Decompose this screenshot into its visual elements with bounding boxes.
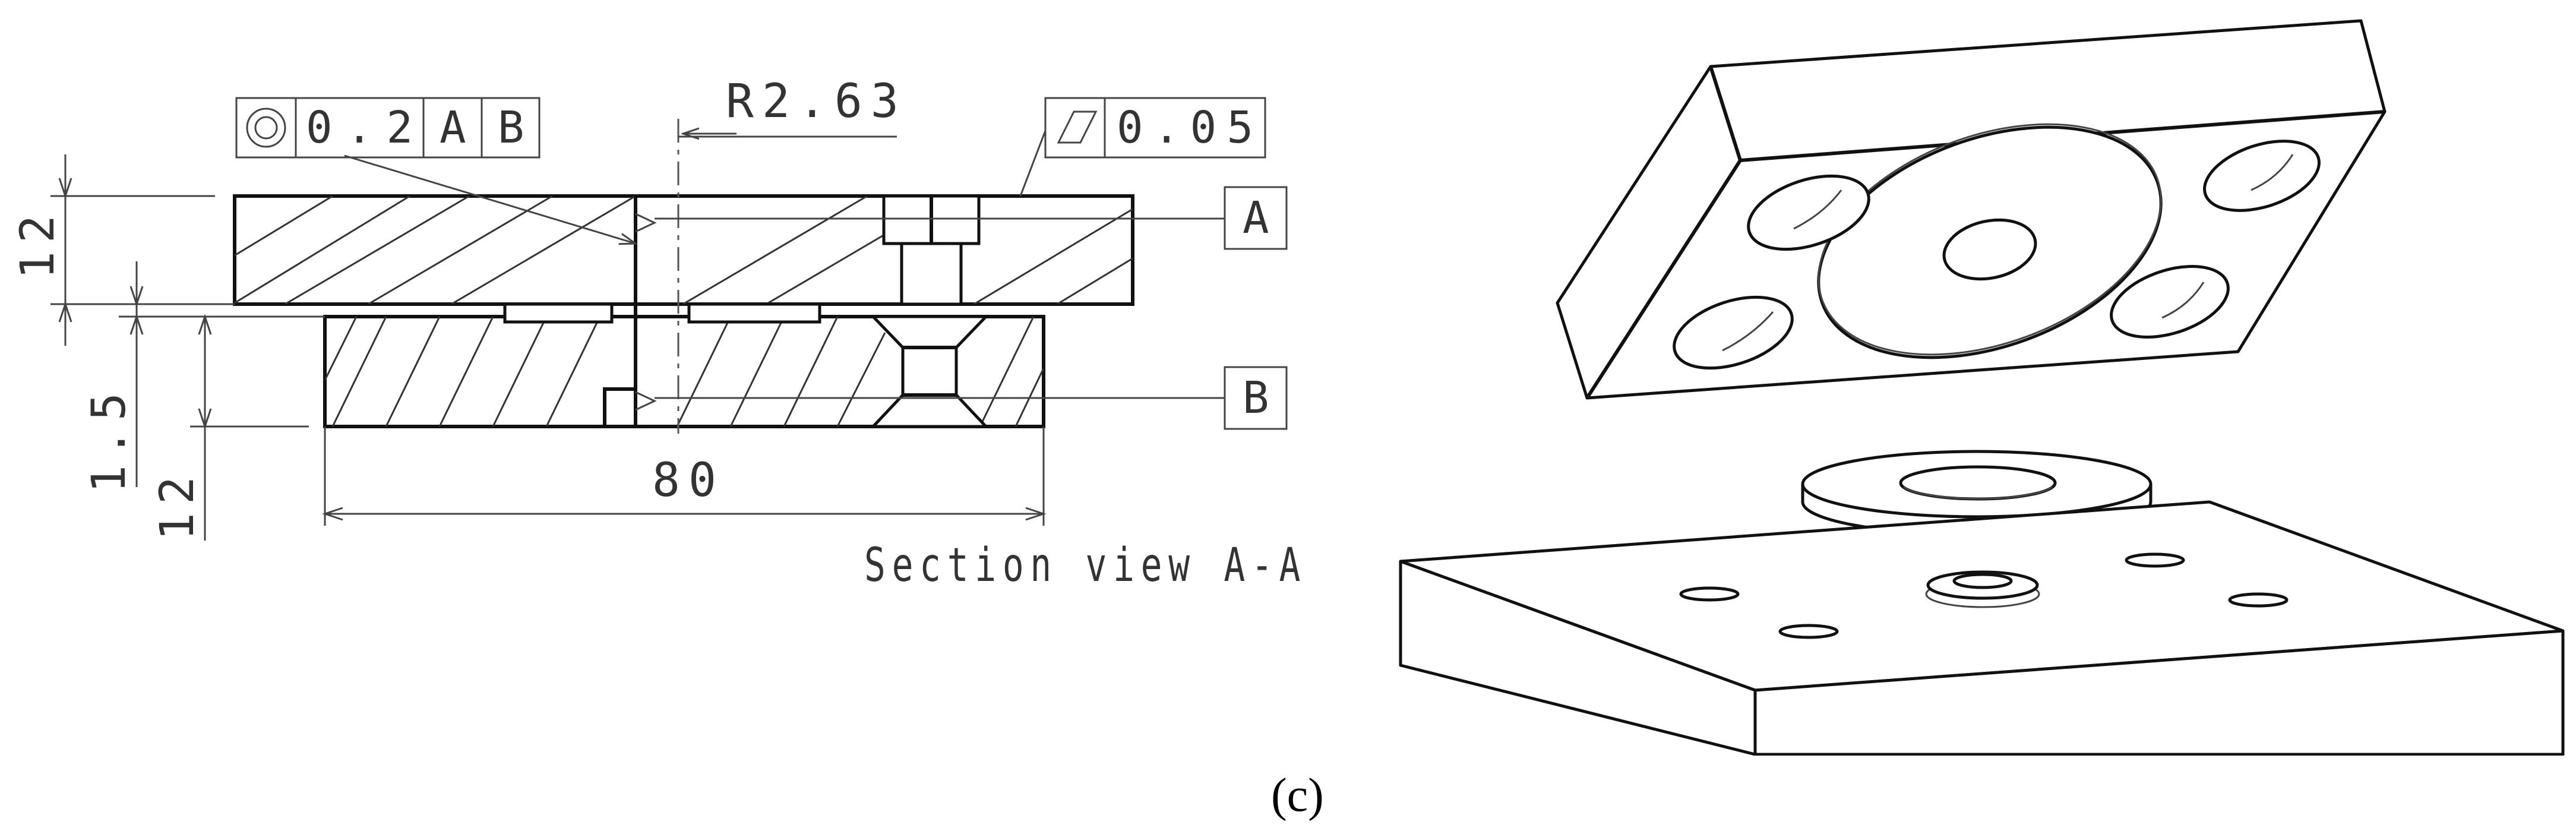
dim-top-thickness: 12 — [11, 154, 235, 346]
datum-b-box: B — [1224, 366, 1288, 430]
isometric-view — [1399, 19, 2576, 767]
fcf-datum-1: A — [440, 102, 466, 153]
dim-bottom-thickness: 12 — [151, 314, 309, 541]
svg-text:A: A — [1243, 192, 1269, 244]
dim-width: 80 — [322, 427, 1047, 526]
svg-text:1.5: 1.5 — [83, 384, 136, 493]
section-view: R2.63 0.2 A B 0.05 A — [11, 75, 1307, 592]
fcf-flatness-tolerance: 0.05 — [1117, 102, 1253, 153]
concentricity-icon — [246, 108, 286, 148]
figure-caption: (c) — [1271, 769, 1324, 822]
radius-callout: R2.63 — [726, 75, 907, 128]
fcf-flatness: 0.05 — [1044, 97, 1266, 159]
svg-text:12: 12 — [151, 468, 204, 541]
fcf-concentricity-tolerance: 0.2 — [306, 102, 413, 153]
fcf-concentricity: 0.2 A B — [235, 97, 541, 159]
datum-a-box: A — [1224, 186, 1288, 250]
dim-gap: 1.5 — [83, 261, 325, 493]
svg-text:B: B — [1243, 372, 1269, 424]
flatness-icon — [1057, 110, 1098, 144]
upper-block-iso — [1556, 19, 2387, 400]
bottom-plate-section — [323, 302, 1045, 428]
lower-block-iso — [1399, 500, 2576, 767]
svg-text:80: 80 — [652, 454, 725, 507]
svg-text:12: 12 — [11, 207, 65, 279]
top-plate-section — [233, 194, 1134, 306]
section-view-title: Section view A-A — [864, 539, 1307, 592]
fcf-datum-2: B — [498, 102, 524, 153]
